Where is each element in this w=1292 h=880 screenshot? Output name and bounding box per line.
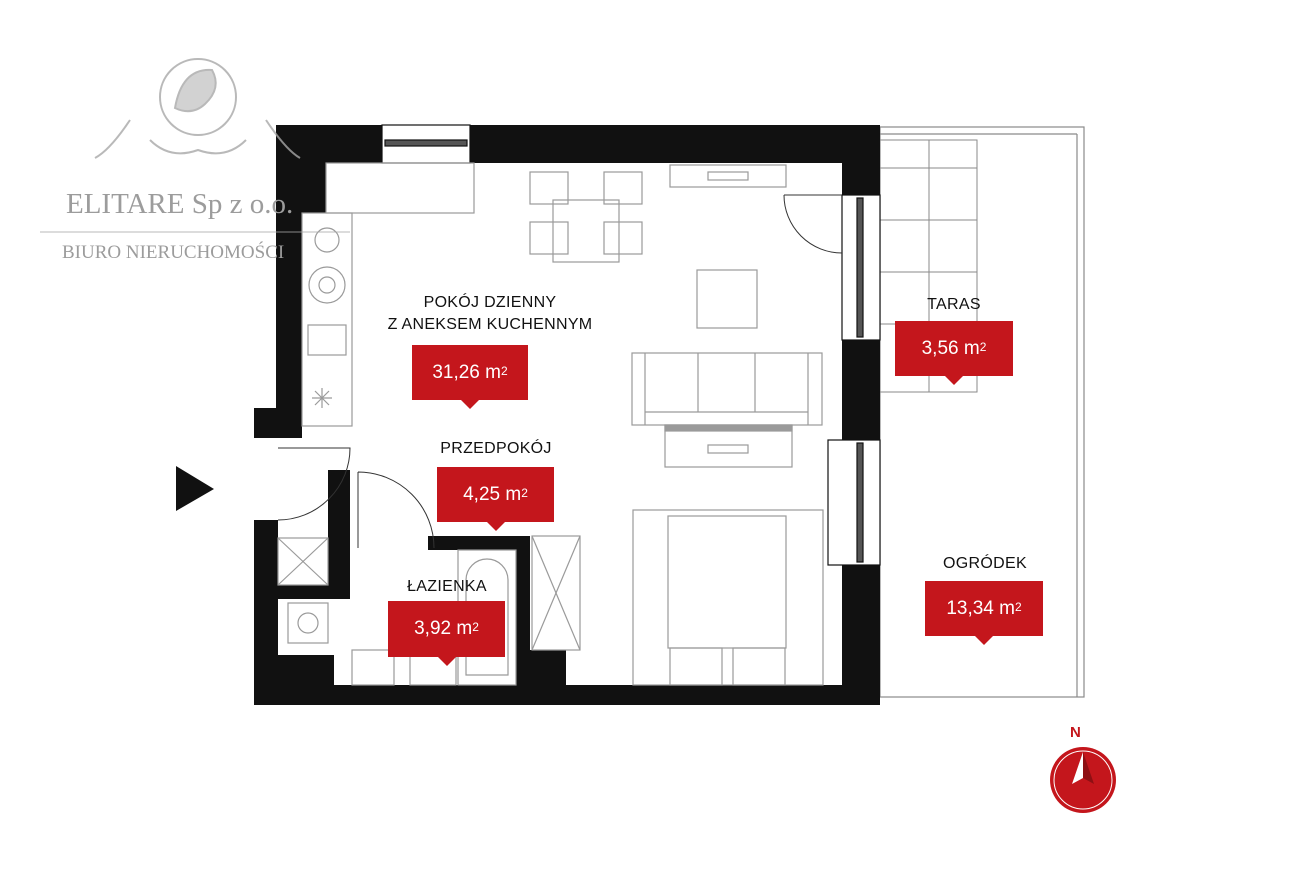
room-name-line1: OGRÓDEK — [943, 555, 1027, 572]
area-unit-sup: 2 — [521, 485, 528, 500]
room-name-line1: POKÓJ DZIENNY — [423, 294, 557, 311]
area-value: 3,92 m — [414, 618, 473, 639]
area-value: 13,34 m — [946, 597, 1015, 619]
room-label-living: POKÓJ DZIENNY Z ANEKSEM KUCHENNYM — [330, 292, 650, 336]
area-unit-sup: 2 — [500, 363, 508, 378]
area-unit-sup: 2 — [472, 620, 479, 634]
room-name-line1: PRZEDPOKÓJ — [440, 440, 552, 457]
room-label-terrace: TARAS — [904, 294, 1004, 316]
room-label-hall: PRZEDPOKÓJ — [416, 438, 576, 460]
room-name-line2: Z ANEKSEM KUCHENNYM — [387, 316, 593, 333]
dining-set — [529, 164, 787, 263]
doors — [277, 194, 843, 549]
bed — [632, 509, 824, 686]
living-furniture — [631, 269, 823, 468]
kitchen-counter — [301, 162, 475, 427]
area-value: 3,56 m — [921, 337, 980, 359]
area-value: 4,25 m — [463, 483, 522, 505]
lion-logo-icon — [40, 58, 350, 233]
compass-icon — [1050, 747, 1116, 813]
area-unit-sup: 2 — [979, 339, 987, 354]
windows — [381, 124, 881, 566]
room-label-garden: OGRÓDEK — [915, 553, 1055, 575]
watermark-company: ELITARE Sp z o.o. — [66, 188, 294, 220]
walls — [254, 125, 880, 705]
room-name-line1: TARAS — [927, 296, 981, 313]
room-name-line1: ŁAZIENKA — [407, 578, 487, 595]
area-unit-sup: 2 — [1014, 599, 1022, 614]
watermark-subtitle: BIURO NIERUCHOMOŚCI — [62, 242, 285, 263]
compass-north-label: N — [1070, 724, 1081, 741]
entrance-arrow-icon — [176, 466, 214, 511]
area-value: 31,26 m — [432, 361, 501, 383]
bathroom-fixtures — [277, 535, 581, 686]
room-label-bath: ŁAZIENKA — [372, 576, 522, 598]
